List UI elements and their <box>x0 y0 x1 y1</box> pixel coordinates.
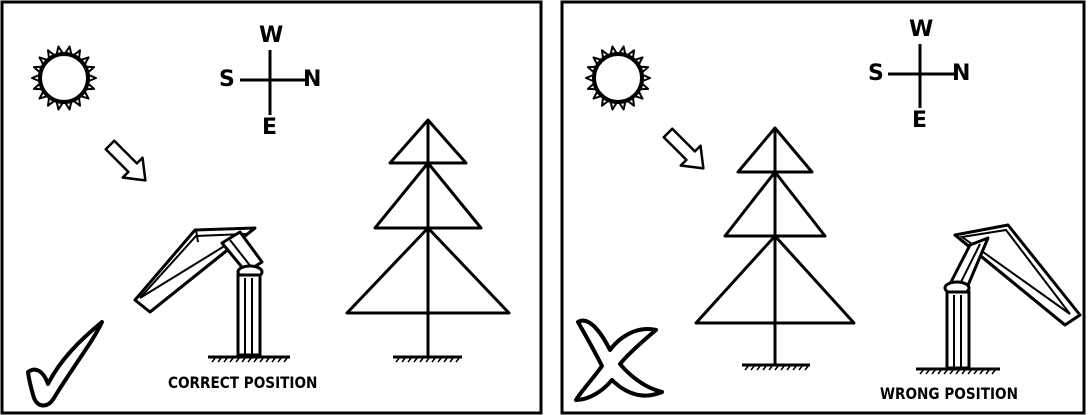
compass-north-label: N <box>952 63 970 85</box>
panel-wrong-position: W S N E WRONG POSITION <box>560 0 1088 415</box>
panel-correct-position: W S N E CORRECT POSITION <box>0 0 545 415</box>
tree-icon <box>347 120 509 362</box>
compass-south-label: S <box>868 63 884 85</box>
compass-west-label: W <box>259 25 283 47</box>
sun-icon <box>32 47 96 110</box>
cross-mark-icon <box>576 321 662 400</box>
compass-east-label: E <box>262 117 277 139</box>
tree-icon <box>696 128 854 370</box>
compass-icon <box>888 44 954 108</box>
caption-correct-position: CORRECT POSITION <box>168 373 317 392</box>
panel-wrong-drawing <box>560 0 1088 415</box>
compass-east-label: E <box>912 110 927 132</box>
check-mark-icon <box>28 322 102 406</box>
caption-wrong-position: WRONG POSITION <box>880 384 1018 403</box>
compass-west-label: W <box>909 19 933 41</box>
compass-south-label: S <box>219 69 235 91</box>
sunlight-arrow-icon <box>658 123 713 178</box>
compass-north-label: N <box>303 69 321 91</box>
solar-panel-icon <box>135 228 290 362</box>
sunlight-arrow-icon <box>100 135 155 190</box>
panel-correct-drawing <box>0 0 545 415</box>
compass-icon <box>240 50 305 115</box>
sun-icon <box>586 47 650 110</box>
solar-panel-icon <box>916 225 1080 374</box>
